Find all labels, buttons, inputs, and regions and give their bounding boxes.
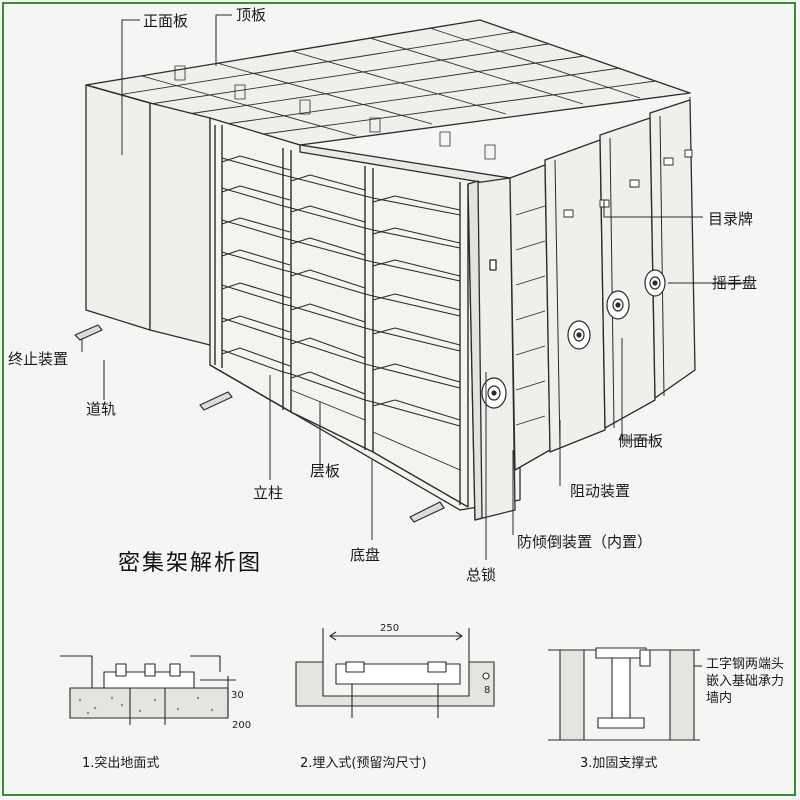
label-column: 立柱 [253, 484, 284, 502]
hand-wheel-icons [481, 269, 666, 409]
install-detail-1 [60, 655, 236, 725]
label-brake-device: 阻动装置 [570, 482, 631, 500]
label-side-panel: 侧面板 [618, 432, 664, 450]
label-front-panel: 正面板 [143, 12, 189, 30]
dim-8: 8 [484, 685, 491, 696]
caption-3: 3.加固支撑式 [580, 756, 658, 771]
label-top-panel: 顶板 [236, 6, 267, 24]
label-chassis: 底盘 [350, 546, 381, 564]
label-master-lock: 总锁 [466, 566, 497, 584]
front-panel [85, 84, 151, 331]
steel-beam-note: 工字钢两端头嵌入基础承力墙内 [706, 657, 785, 706]
side-panel-4 [649, 99, 696, 399]
caption-1: 1.突出地面式 [82, 756, 160, 771]
label-rail: 道轨 [86, 400, 117, 418]
dim-200: 200 [232, 720, 252, 731]
front-panel-2 [149, 102, 211, 346]
side-panel-2 [544, 139, 606, 453]
install-detail-3 [548, 647, 702, 741]
label-anti-tip: 防倾倒装置（内置） [517, 533, 653, 551]
label-hand-wheel: 摇手盘 [712, 274, 758, 292]
caption-2: 2.埋入式(预留沟尺寸) [300, 756, 427, 771]
label-stop-device: 终止装置 [8, 350, 69, 368]
dim-250: 250 [380, 623, 400, 634]
dim-30: 30 [231, 690, 244, 701]
label-directory-card: 目录牌 [708, 210, 754, 228]
diagram-title: 密集架解析图 [118, 551, 263, 576]
side-panel-3 [599, 117, 656, 429]
label-shelf: 层板 [310, 462, 341, 480]
install-detail-2 [295, 628, 495, 718]
